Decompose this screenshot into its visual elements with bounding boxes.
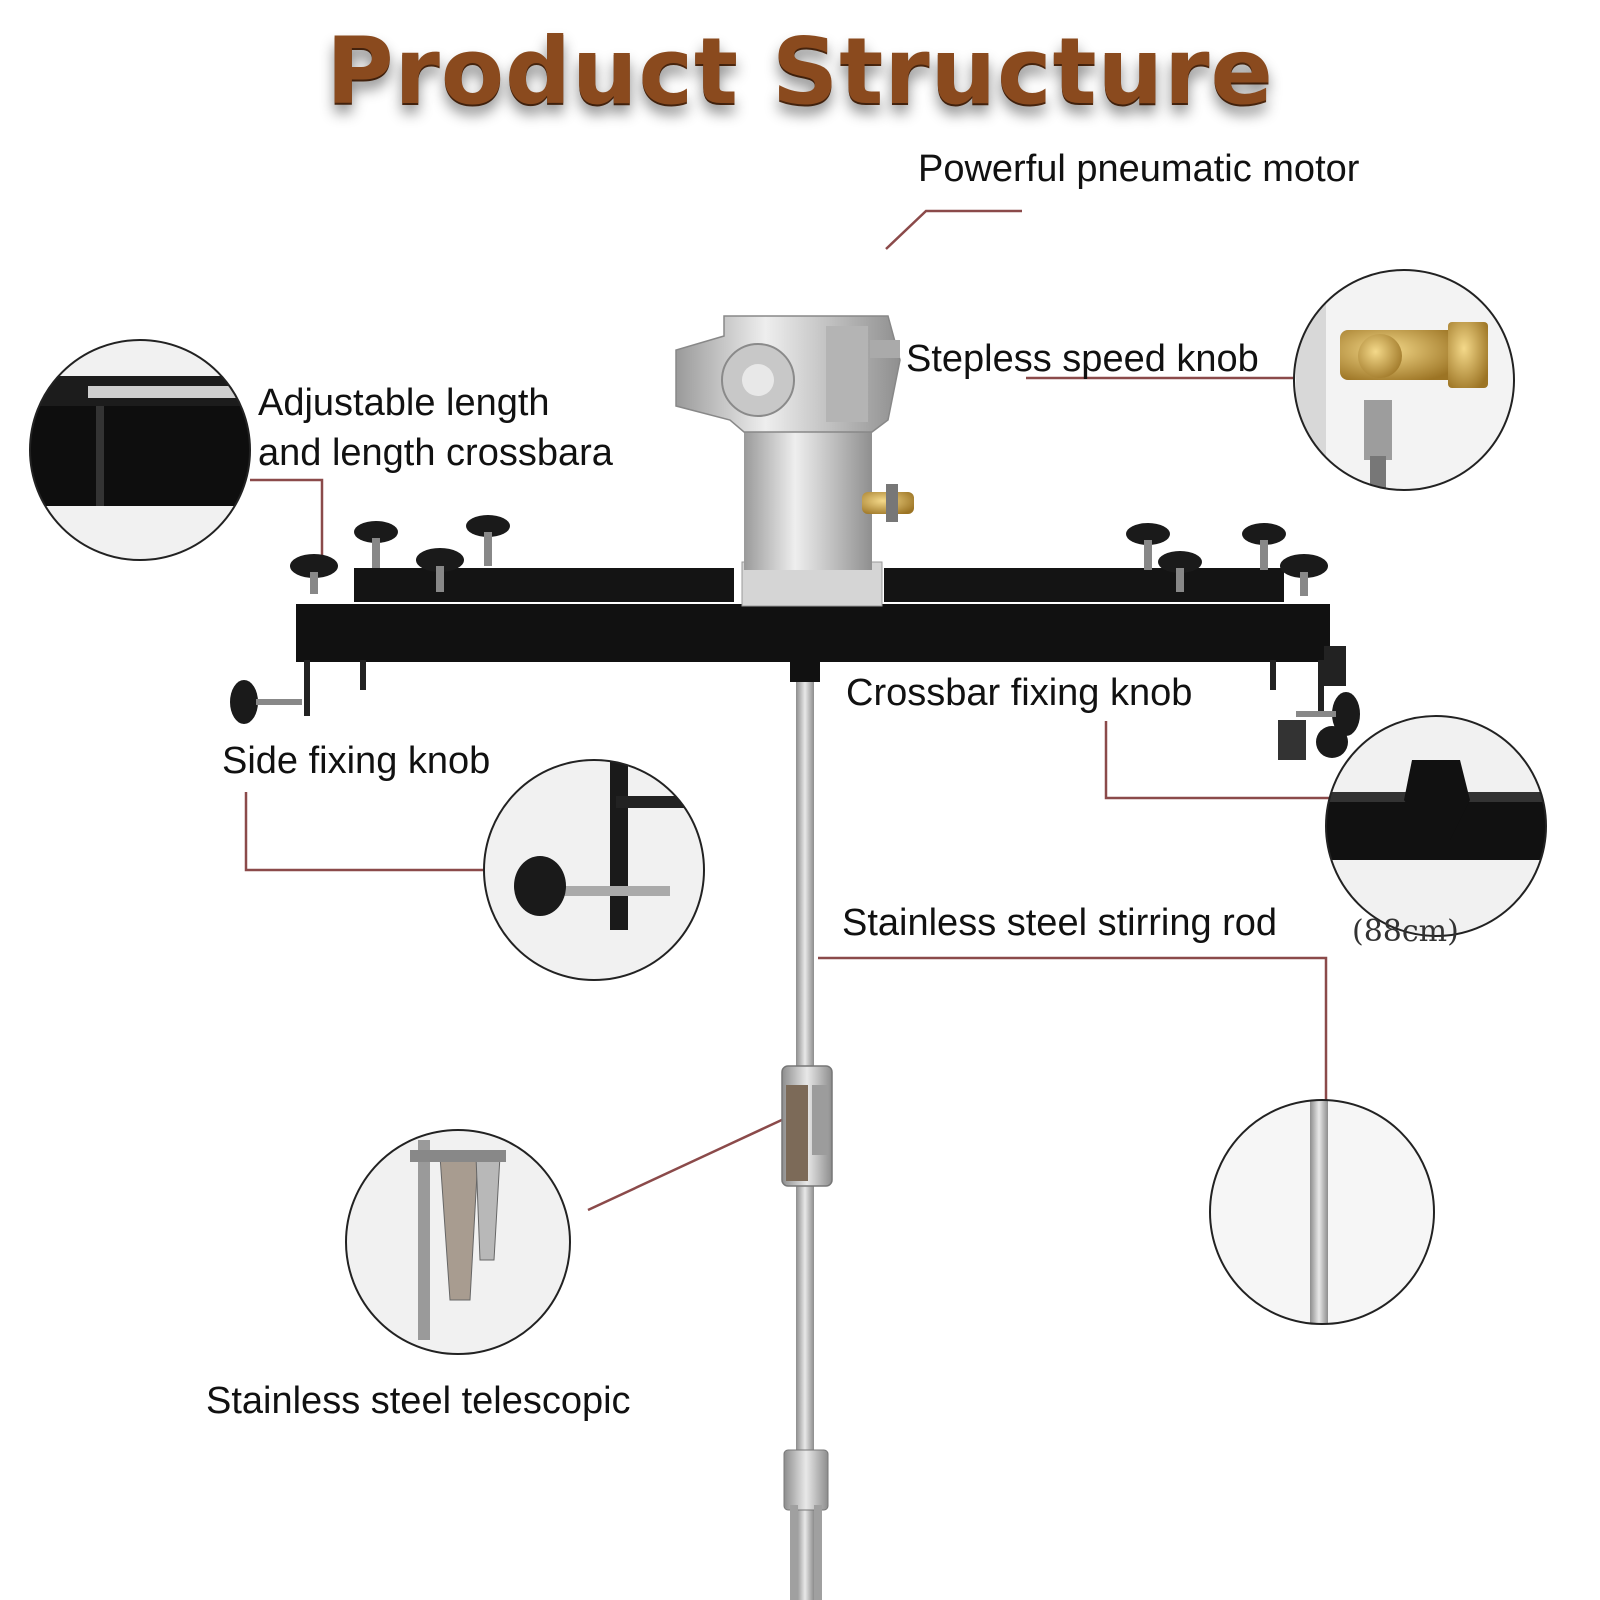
label-crossbar-knob: Crossbar fixing knob (846, 672, 1193, 714)
leader-crossbar-adjust (250, 478, 324, 562)
detail-crossbar-knob (1325, 715, 1547, 937)
label-speed-knob: Stepless speed knob (906, 338, 1259, 380)
leader-stirring-rod (818, 956, 1328, 1102)
pneumatic-motor (675, 315, 914, 570)
label-crossbar-adjust-line1: Adjustable length (258, 382, 550, 424)
label-crossbar-adjust-line2: and length crossbara (258, 432, 613, 474)
crossbar (296, 561, 1330, 716)
leader-motor (885, 209, 1022, 250)
detail-stirring-rod (1209, 1099, 1435, 1325)
label-stirring-rod: Stainless steel stirring rod (842, 902, 1278, 944)
leader-side-knob (244, 792, 488, 872)
crossbar-knobs (230, 515, 1360, 760)
dimension-label: (88cm) (1352, 914, 1459, 949)
leader-telescopic (587, 1116, 787, 1212)
label-motor: Powerful pneumatic motor (918, 148, 1360, 190)
label-side-knob: Side fixing knob (222, 740, 491, 782)
leader-lines (244, 209, 1352, 1212)
page-title: Product Structure (326, 18, 1274, 125)
stirring-rod (781, 662, 833, 1600)
detail-crossbar-adjust (29, 339, 251, 561)
leader-crossbar-knob (1104, 721, 1352, 800)
detail-telescopic (345, 1129, 571, 1355)
label-telescopic: Stainless steel telescopic (206, 1380, 631, 1422)
detail-speed-knob (1293, 269, 1515, 491)
detail-side-knob (483, 759, 705, 981)
